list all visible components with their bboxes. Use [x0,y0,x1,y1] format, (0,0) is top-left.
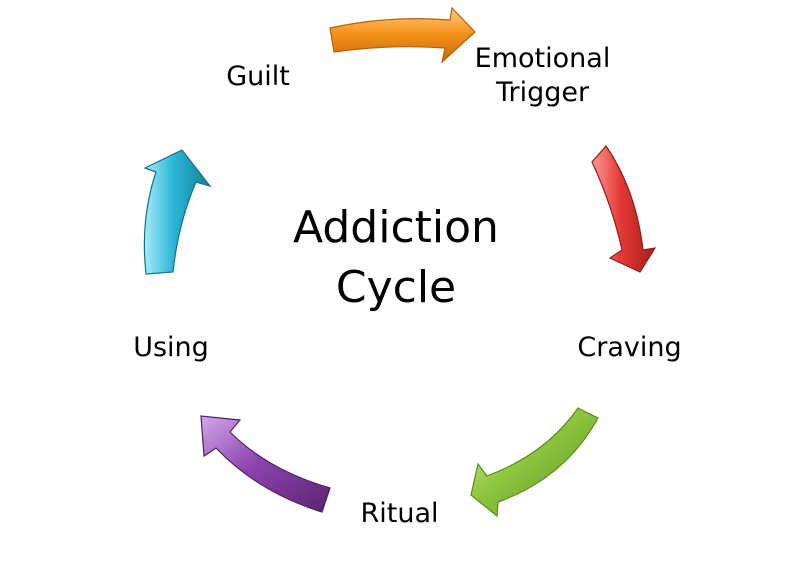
stage-guilt: Guilt [226,61,290,92]
center-title-line1: Addiction [293,202,499,253]
center-title-line2: Cycle [335,262,457,313]
arrow-craving-to-ritual [470,407,599,518]
stage-ritual: Ritual [360,498,439,529]
stage-using: Using [133,332,209,363]
arrow-ritual-to-using [200,415,331,513]
stage-craving: Craving [577,332,682,363]
stage-emotional-trigger-line1: Emotional [474,43,611,74]
arrow-emotional-trigger-to-craving [591,145,657,273]
stage-emotional-trigger: Emotional Trigger [460,42,625,110]
stage-emotional-trigger-line2: Trigger [495,77,590,108]
arrow-using-to-guilt [143,149,212,275]
arrow-guilt-to-emotional-trigger [329,6,476,64]
center-title: Addiction Cycle [246,198,546,318]
